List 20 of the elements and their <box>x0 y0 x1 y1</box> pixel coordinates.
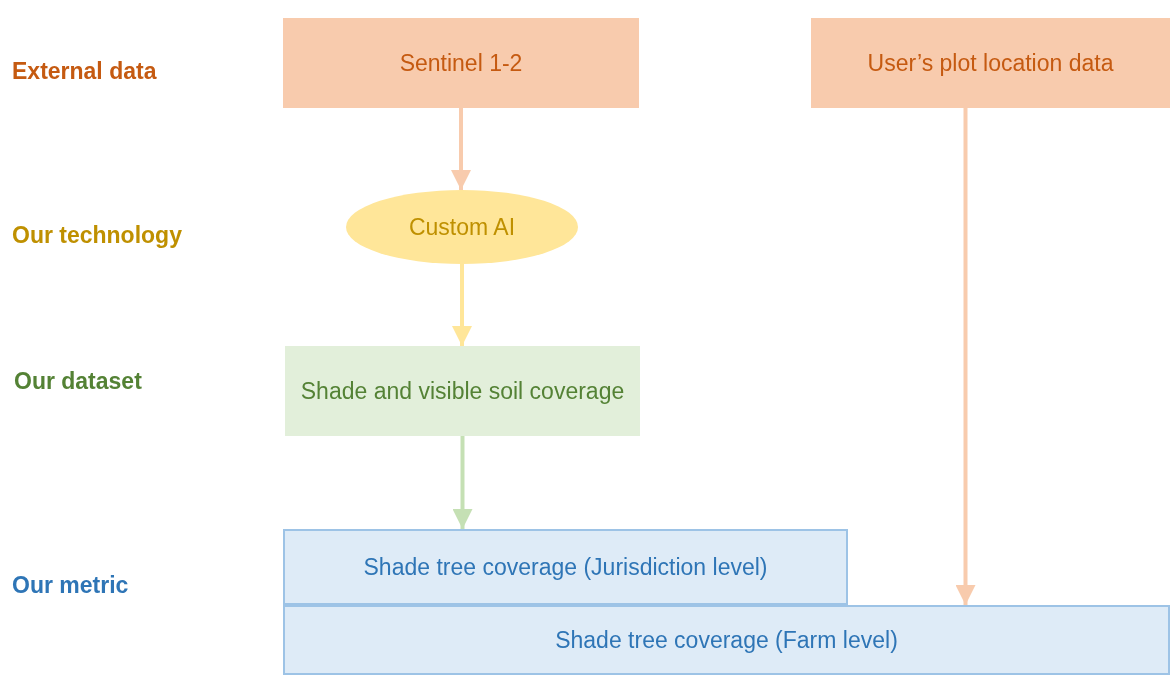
source-box <box>811 18 1170 108</box>
node-label: Custom AI <box>408 213 516 241</box>
metric-box <box>283 529 848 605</box>
node-label: Sentinel 1-2 <box>399 49 523 77</box>
row-label: Our dataset <box>14 368 142 395</box>
process-ellipse <box>346 190 578 264</box>
dataset-box <box>285 346 640 436</box>
arrow <box>955 108 976 605</box>
arrow <box>452 264 472 346</box>
row-label: External data <box>12 58 157 85</box>
arrow <box>451 108 471 190</box>
node-label: Shade and visible soil coverage <box>300 377 625 405</box>
row-label: Our metric <box>12 572 129 599</box>
node-label: Shade tree coverage (Farm level) <box>555 626 898 654</box>
metric-box <box>283 605 1170 675</box>
row-label: Our technology <box>12 222 182 249</box>
source-box <box>283 18 639 108</box>
node-label: User’s plot location data <box>867 49 1114 77</box>
arrow <box>452 436 473 529</box>
node-label: Shade tree coverage (Jurisdiction level) <box>363 553 768 581</box>
